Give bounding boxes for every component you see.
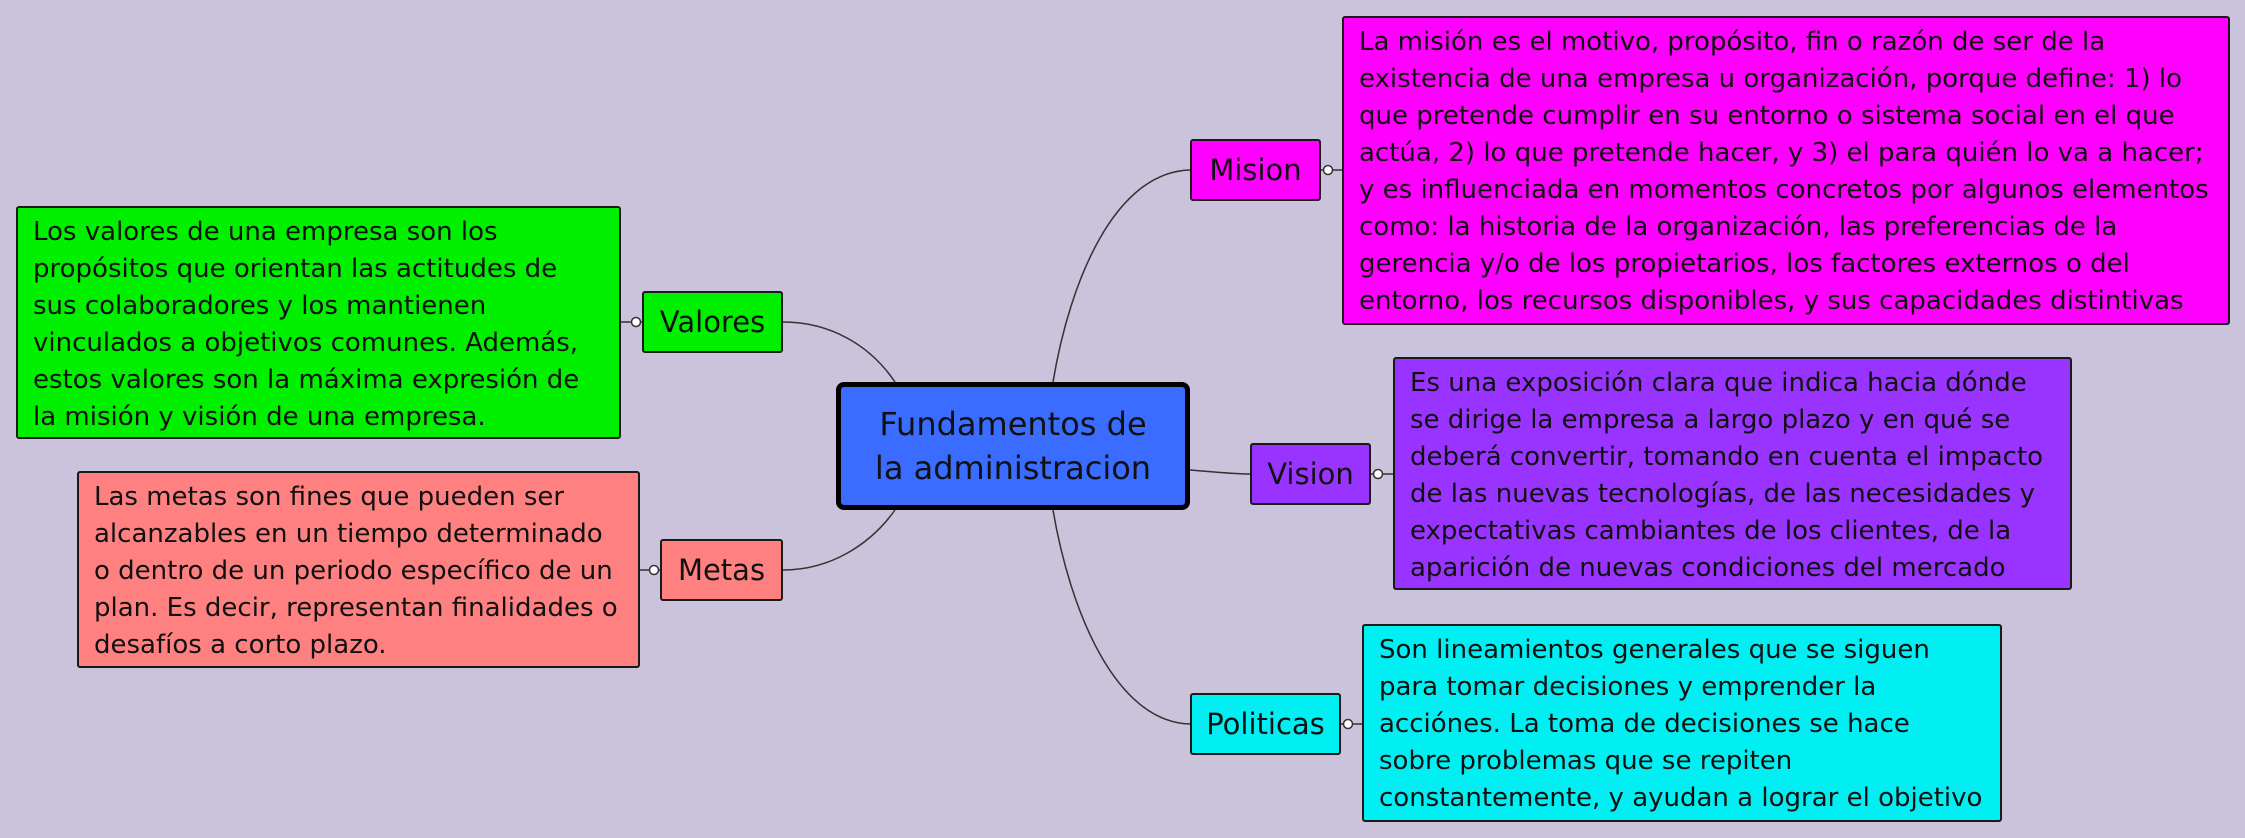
- description-politicas-text: Son lineamientos generales que se siguen…: [1379, 635, 1983, 813]
- topic-vision-label: Vision: [1267, 457, 1354, 491]
- description-vision-text: Es una exposición clara que indica hacia…: [1410, 368, 2044, 583]
- description-valores[interactable]: Los valores de una empresa son los propó…: [16, 206, 621, 439]
- description-mision-text: La misión es el motivo, propósito, fin o…: [1359, 27, 2209, 316]
- description-politicas[interactable]: Son lineamientos generales que se siguen…: [1362, 624, 2002, 822]
- topic-metas[interactable]: Metas: [660, 539, 783, 601]
- collapse-dot-vision: [1372, 468, 1384, 480]
- central-topic-title: Fundamentos de la administracion: [874, 405, 1152, 487]
- topic-politicas-label: Politicas: [1206, 707, 1325, 741]
- topic-vision[interactable]: Vision: [1250, 443, 1371, 505]
- description-metas-text: Las metas son fines que pueden ser alcan…: [94, 482, 618, 660]
- collapse-dot-politicas: [1342, 718, 1354, 730]
- topic-valores-label: Valores: [659, 305, 766, 339]
- topic-politicas[interactable]: Politicas: [1190, 693, 1341, 755]
- connector-mision: [1052, 169, 1191, 383]
- description-valores-text: Los valores de una empresa son los propó…: [33, 217, 580, 432]
- topic-mision-label: Mision: [1209, 153, 1302, 187]
- connector-metas: [782, 509, 896, 571]
- connector-valores: [782, 321, 896, 383]
- topic-valores[interactable]: Valores: [642, 291, 783, 353]
- topic-mision[interactable]: Mision: [1190, 139, 1321, 201]
- collapse-dot-mision: [1322, 164, 1334, 176]
- topic-metas-label: Metas: [677, 553, 766, 587]
- connector-vision: [1189, 469, 1251, 475]
- central-topic[interactable]: Fundamentos de la administracion: [836, 382, 1190, 510]
- connector-politicas: [1052, 509, 1191, 725]
- description-vision[interactable]: Es una exposición clara que indica hacia…: [1393, 357, 2072, 590]
- description-metas[interactable]: Las metas son fines que pueden ser alcan…: [77, 471, 640, 668]
- description-mision[interactable]: La misión es el motivo, propósito, fin o…: [1342, 16, 2230, 325]
- collapse-dot-valores: [630, 316, 642, 328]
- collapse-dot-metas: [648, 564, 660, 576]
